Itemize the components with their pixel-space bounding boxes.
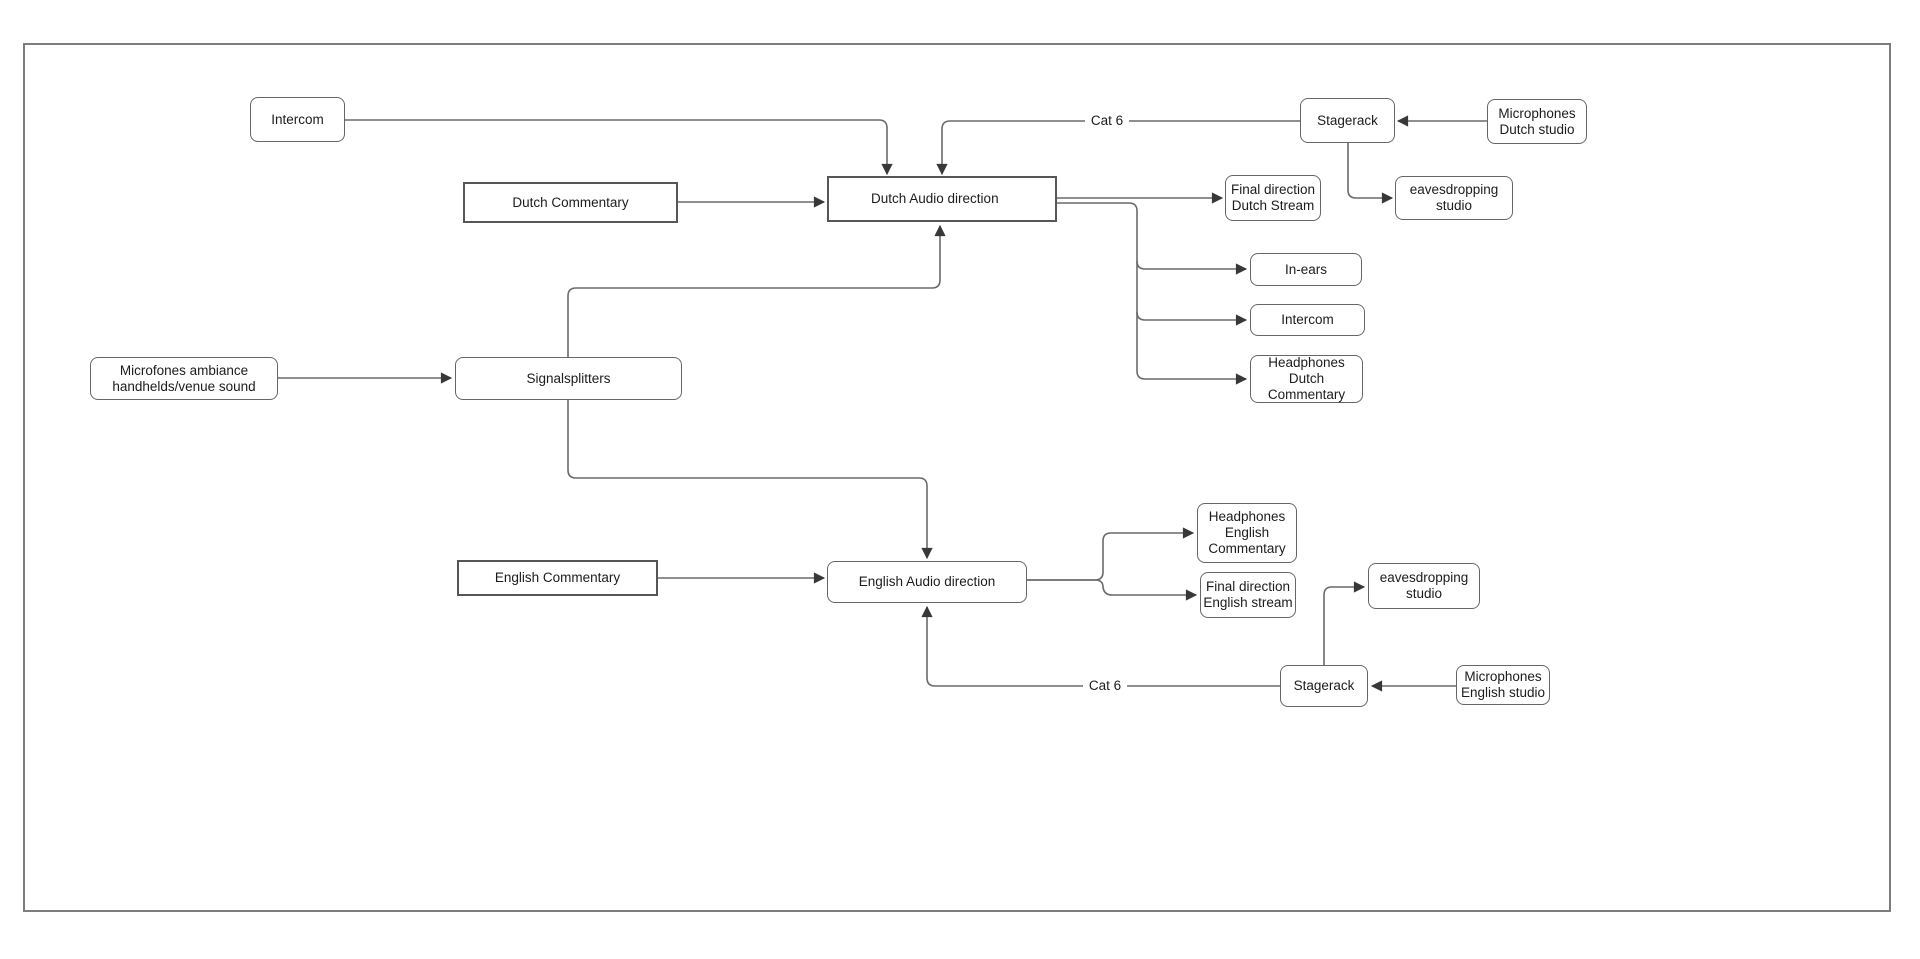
node-dutch-audio-direction: Dutch Audio direction bbox=[827, 176, 1057, 222]
node-microfones-ambiance: Microfones ambiance handhelds/venue soun… bbox=[90, 357, 278, 400]
node-label: eavesdropping studio bbox=[1409, 182, 1499, 213]
node-eavesdropping-studio-bottom: eavesdropping studio bbox=[1368, 563, 1480, 609]
node-intercom-right: Intercom bbox=[1250, 304, 1365, 336]
node-label: Signalsplitters bbox=[526, 370, 611, 386]
node-label: Intercom bbox=[271, 111, 324, 127]
node-label: English Commentary bbox=[494, 570, 621, 586]
node-label: Stagerack bbox=[1317, 112, 1378, 128]
node-label: eavesdropping studio bbox=[1379, 570, 1469, 601]
node-label: Headphones English Commentary bbox=[1208, 509, 1286, 556]
node-final-direction-english-stream: Final direction English stream bbox=[1200, 572, 1296, 618]
node-signalsplitters: Signalsplitters bbox=[455, 357, 682, 400]
node-label: Headphones Dutch Commentary bbox=[1267, 355, 1346, 402]
node-microphones-dutch-studio: Microphones Dutch studio bbox=[1487, 99, 1587, 144]
edge-label-cat6-bottom: Cat 6 bbox=[1083, 678, 1127, 693]
node-label: Final direction English stream bbox=[1203, 579, 1293, 610]
node-label: Microfones ambiance handhelds/venue soun… bbox=[112, 362, 256, 394]
node-english-commentary: English Commentary bbox=[457, 560, 658, 596]
diagram-canvas bbox=[23, 43, 1891, 912]
node-english-audio-direction: English Audio direction bbox=[827, 561, 1027, 603]
node-eavesdropping-studio-top: eavesdropping studio bbox=[1395, 176, 1513, 220]
node-in-ears: In-ears bbox=[1250, 253, 1362, 286]
node-label: Intercom bbox=[1281, 312, 1334, 328]
node-microphones-english-studio: Microphones English studio bbox=[1456, 665, 1550, 705]
node-final-direction-dutch-stream: Final direction Dutch Stream bbox=[1225, 175, 1321, 221]
node-stagerack-top: Stagerack bbox=[1300, 98, 1395, 143]
node-label: Dutch Audio direction bbox=[871, 191, 999, 207]
node-headphones-dutch-commentary: Headphones Dutch Commentary bbox=[1250, 355, 1363, 403]
node-label: Dutch Commentary bbox=[512, 194, 629, 210]
node-label: Microphones Dutch studio bbox=[1498, 105, 1576, 137]
node-dutch-commentary: Dutch Commentary bbox=[463, 182, 678, 223]
node-label: Microphones English studio bbox=[1460, 669, 1546, 700]
node-intercom-top: Intercom bbox=[250, 97, 345, 142]
node-label: English Audio direction bbox=[858, 574, 996, 590]
node-headphones-english-commentary: Headphones English Commentary bbox=[1197, 503, 1297, 563]
node-stagerack-bottom: Stagerack bbox=[1280, 665, 1368, 707]
node-label: Stagerack bbox=[1293, 678, 1355, 694]
node-label: In-ears bbox=[1284, 261, 1328, 277]
node-label: Final direction Dutch Stream bbox=[1230, 182, 1316, 213]
edge-label-cat6-top: Cat 6 bbox=[1085, 113, 1129, 128]
